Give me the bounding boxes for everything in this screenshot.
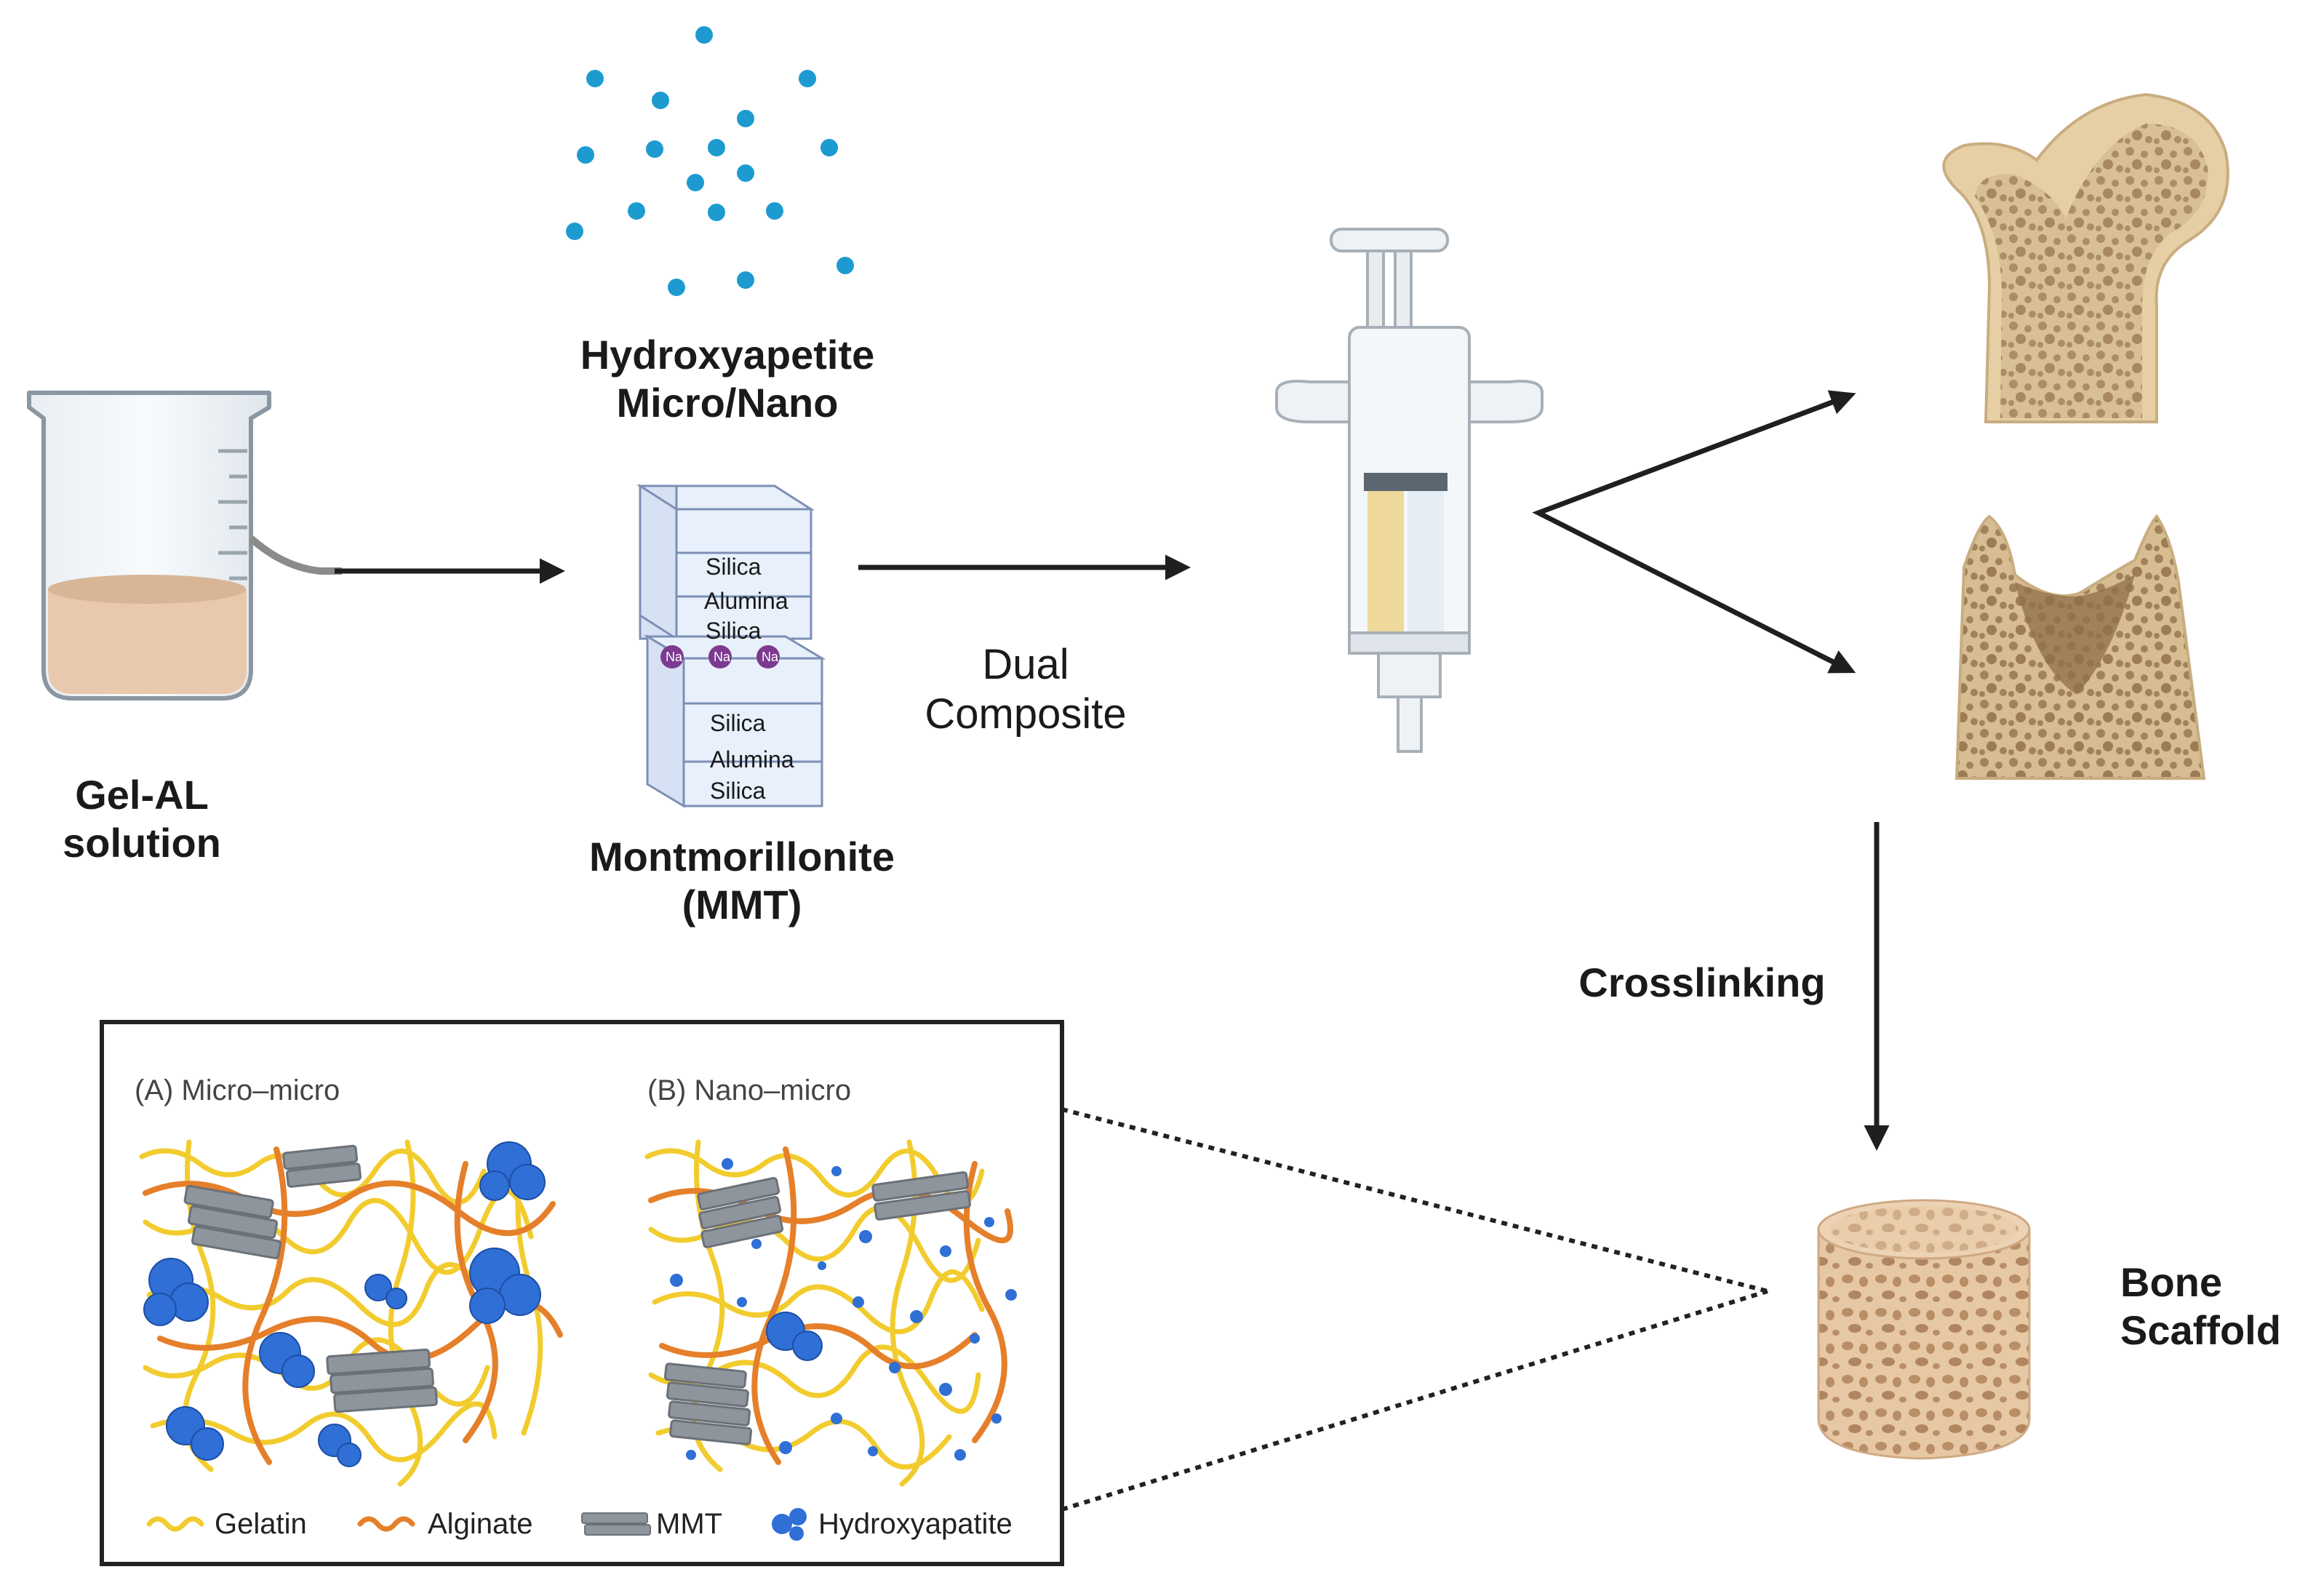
inset-zoom-lines [1061, 1107, 1768, 1512]
jaw-bone-icon [1954, 514, 2206, 780]
mmt-layer-label: Silica [706, 618, 762, 644]
mmt-layer-label: Silica [710, 778, 766, 804]
bone-scaffold-icon [1817, 1199, 2031, 1460]
hydroxyapatite-cluster [143, 1141, 546, 1467]
mmt-layer-label: Alumina [704, 588, 788, 614]
panel-b-title: (B) Nano–micro [647, 1074, 851, 1106]
gel-al-solution-liquid [48, 582, 247, 694]
inset-legend: Gelatin Alginate MMT Hydroxyapatite [146, 1508, 1013, 1541]
alginate-legend-swatch [357, 1516, 415, 1532]
legend-mmt: MMT [656, 1508, 722, 1540]
sodium-ion-label: Na [762, 650, 779, 664]
hydroxyapatite-particles-icon [566, 26, 854, 296]
montmorillonite-label: Montmorillonite(MMT) [589, 834, 895, 928]
panel-a-title: (A) Micro–micro [135, 1074, 340, 1106]
composite-inset-panel: (A) Micro–micro (B) Nano–micro [100, 1020, 1064, 1566]
mmt-upper-layers: Silica Alumina Silica [704, 554, 788, 644]
sodium-ion-label: Na [666, 650, 683, 664]
mmt-legend-swatch [581, 1512, 651, 1536]
sodium-ions: Na Na Na [660, 645, 780, 669]
mmt-lower-layers: Silica Alumina Silica [710, 710, 794, 804]
arrow-syringe-split [1532, 394, 1849, 672]
gelatin-legend-swatch [146, 1516, 204, 1532]
legend-alginate: Alginate [428, 1508, 533, 1540]
mmt-stack [183, 1144, 438, 1413]
mmt-layer-label: Alumina [710, 746, 794, 773]
panel-b-microstructure [644, 1139, 1017, 1487]
mmt-stack [663, 1171, 972, 1445]
hydroxyapatite-nanoparticles [670, 1158, 1017, 1461]
legend-hydroxyapatite: Hydroxyapatite [818, 1508, 1013, 1540]
tube-connector [248, 535, 342, 575]
femur-bone-icon [1942, 92, 2229, 423]
crosslinking-label: Crosslinking [1578, 959, 1826, 1005]
syringe-icon [1275, 228, 1544, 753]
mmt-layer-label: Silica [706, 554, 762, 580]
sodium-ion-label: Na [714, 650, 731, 664]
panel-a-microstructure [139, 1139, 563, 1487]
hydroxyapatite-legend-swatch [772, 1508, 807, 1541]
legend-gelatin: Gelatin [215, 1508, 307, 1540]
beaker-icon [27, 391, 271, 701]
mmt-layer-label: Silica [710, 710, 766, 736]
montmorillonite-structure-icon [636, 484, 826, 808]
